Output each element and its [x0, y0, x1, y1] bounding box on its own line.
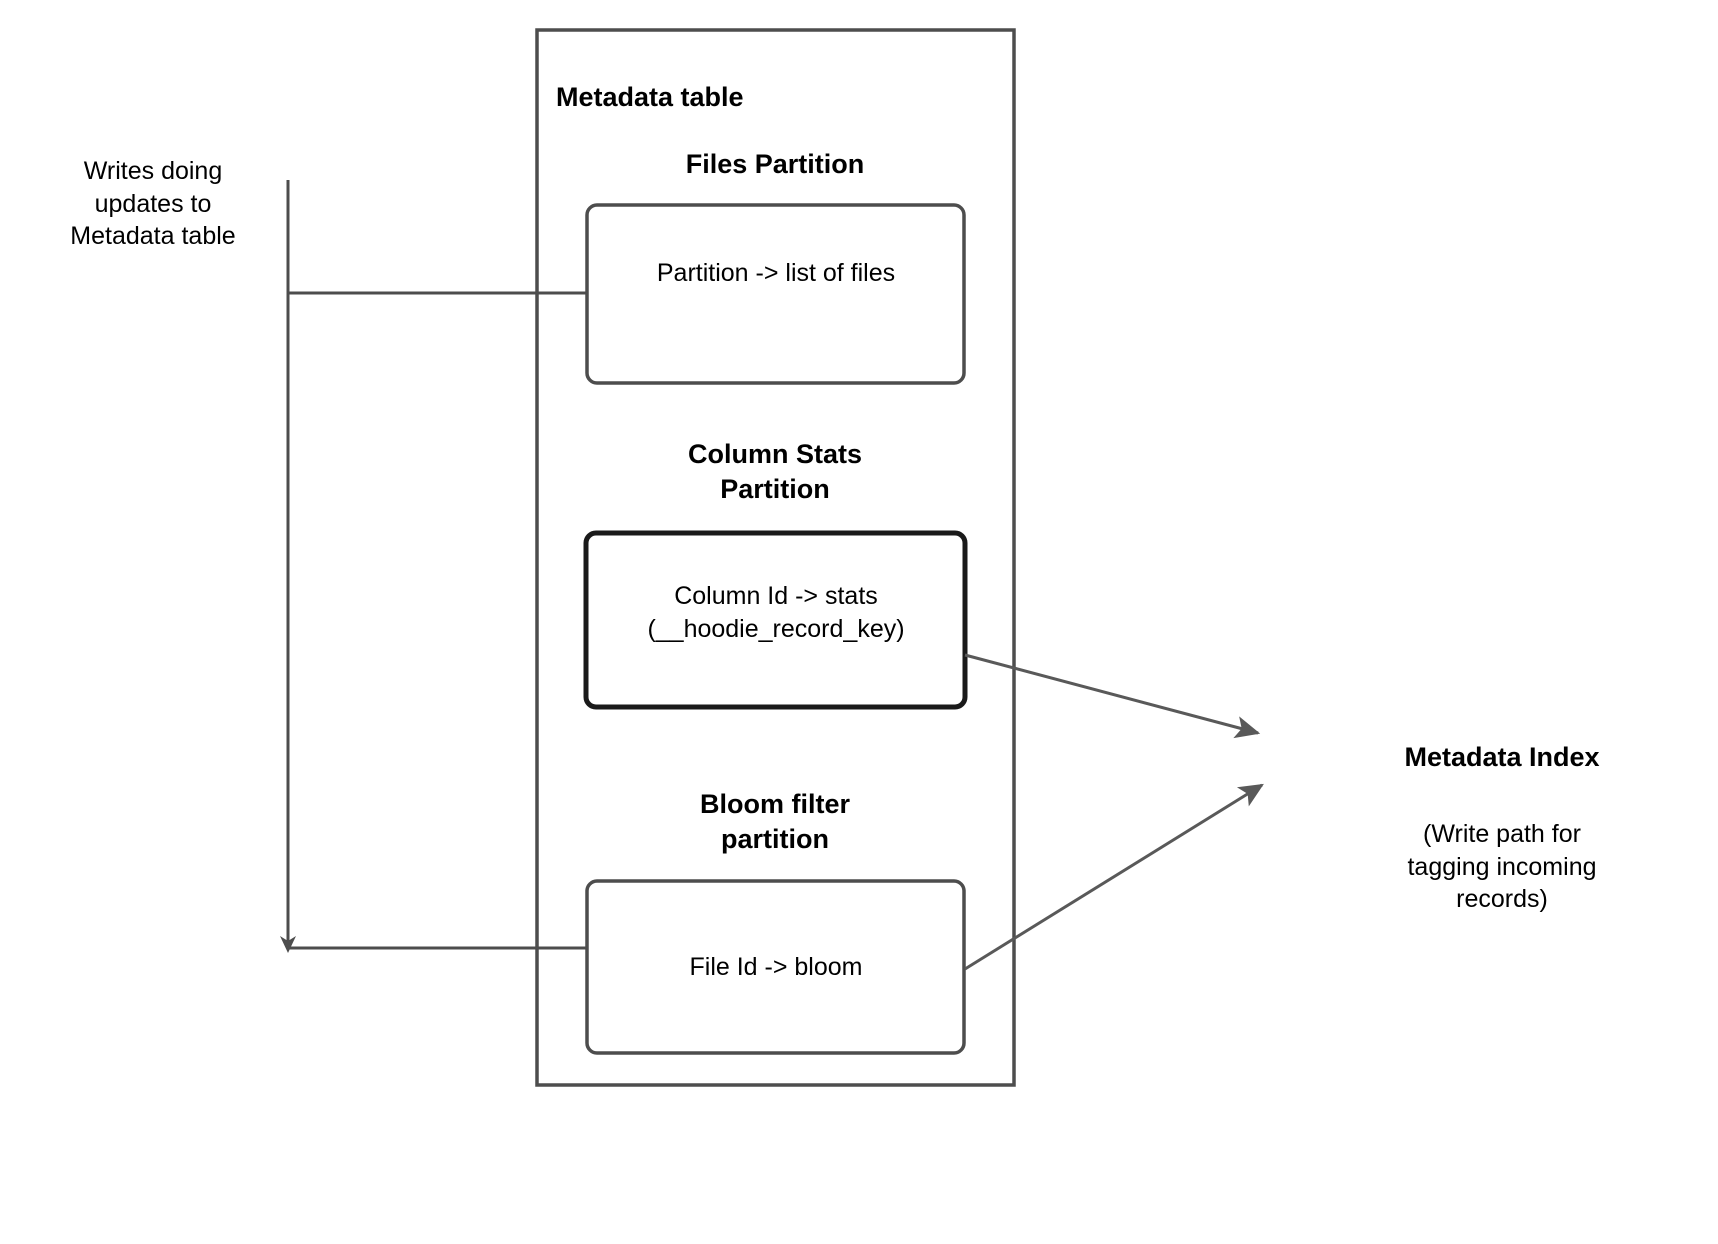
files-partition-box — [585, 203, 966, 385]
column-stats-partition-heading: Column Stats Partition — [687, 439, 862, 505]
connector-bloom-to-index — [964, 783, 1264, 971]
bloom-filter-box — [585, 879, 966, 1055]
files-partition-heading: Files Partition — [685, 149, 865, 179]
writes-updates-label: Writes doing updates to Metadata table — [70, 157, 236, 250]
metadata-table-title: Metadata table — [556, 82, 744, 112]
column-stats-box — [583, 530, 968, 710]
files-partition-box-label: Partition -> list of files — [656, 259, 896, 287]
writes-trunk-arrowhead — [280, 936, 296, 953]
bloom-filter-box-label: File Id -> bloom — [689, 953, 863, 981]
connector-colstats-to-index — [964, 653, 1261, 739]
bloom-filter-partition-heading: Bloom filter partition — [699, 789, 850, 855]
metadata-index-subtitle: (Write path for tagging incoming records… — [1407, 820, 1597, 913]
metadata-index-title: Metadata Index — [1404, 742, 1600, 772]
metadata-table-container — [535, 28, 1016, 1087]
column-stats-box-label: Column Id -> stats (__hoodie_record_key) — [647, 582, 905, 643]
